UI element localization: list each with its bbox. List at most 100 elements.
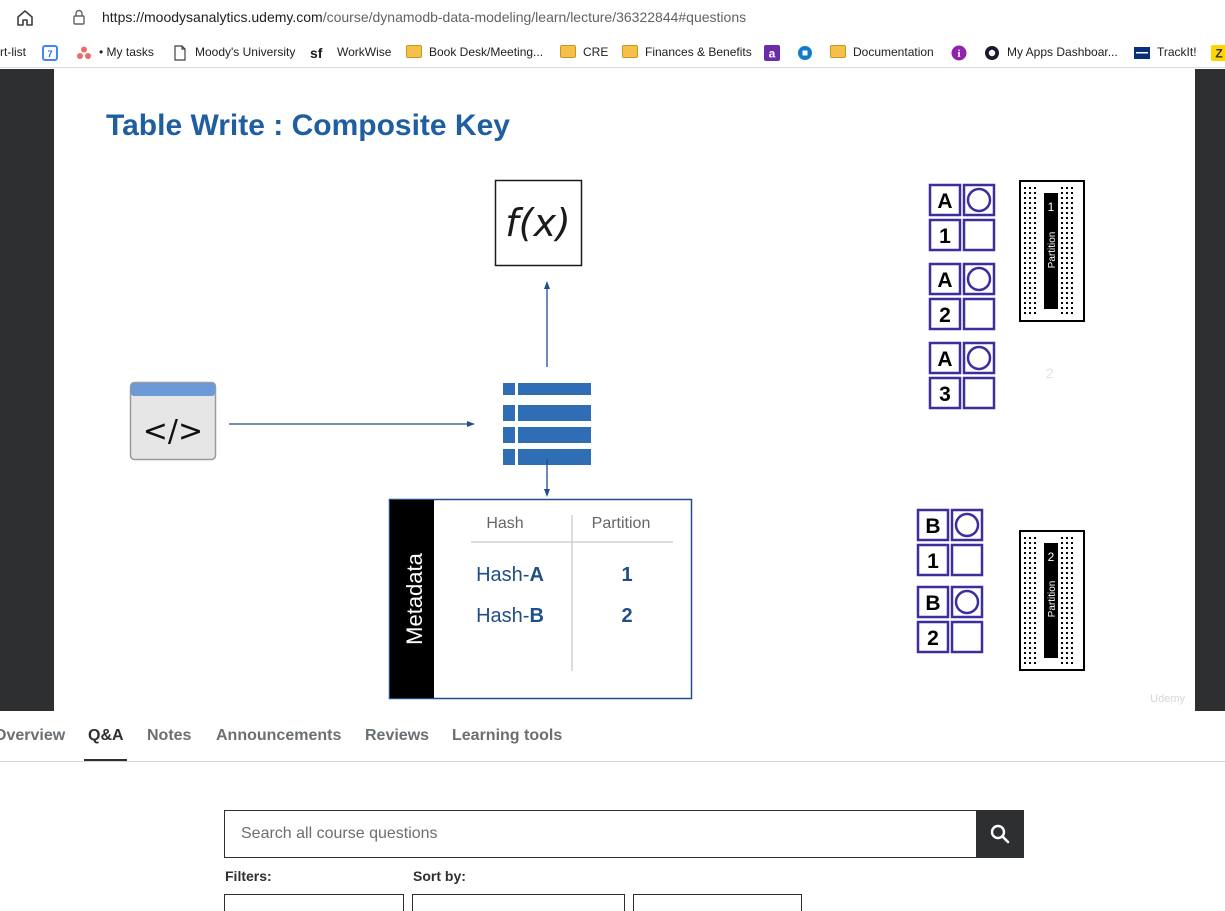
partition-2-label: Partition [1047,581,1058,618]
item-partition-key: B [925,592,940,615]
partition-2: 2 Partition [1019,530,1085,671]
item: A3 [928,341,996,410]
faint-number: 2 [1046,365,1054,381]
svg-text:7: 7 [47,49,52,59]
bookmark-documentation[interactable]: Documentation [830,44,934,60]
metadata-hash-header: Hash [486,515,523,532]
lock-icon[interactable] [70,8,88,26]
tab-announcements[interactable]: Announcements [216,727,342,744]
tab-overview[interactable]: Overview [0,727,66,744]
asana-icon [77,46,91,59]
bookmark-label: Documentation [853,45,934,59]
calendar-icon: 7 [42,44,58,61]
table-icon [503,383,591,465]
item: B2 [916,585,984,654]
sort-label: Sort by: [413,868,466,884]
slide-title: Table Write : Composite Key [106,109,510,142]
item-sort-key: 2 [927,627,939,650]
tab-notes[interactable]: Notes [147,727,192,744]
bookmark-calendar[interactable]: 7 [42,44,65,61]
bookmark-moodys-university[interactable]: Moody's University [172,44,296,61]
bookmark-finances[interactable]: Finances & Benefits [622,44,752,60]
function-label: f(x) [505,201,571,245]
tab-learning-tools[interactable]: Learning tools [452,727,563,744]
bookmark-label: Book Desk/Meeting... [429,45,544,59]
tab-reviews[interactable]: Reviews [365,727,430,744]
home-icon[interactable] [14,7,36,29]
partition-1: 1 Partition [1019,180,1085,322]
course-tabs: Overview Q&A Notes Announcements Reviews… [0,711,1225,762]
item-partition-key: A [937,348,952,371]
active-tab-indicator [84,759,127,761]
sf-icon: sf [310,44,323,61]
arrow-to-function [544,281,550,367]
qa-search-box [224,810,977,858]
filter-dropdown[interactable] [224,894,404,911]
bookmark-label: Moody's University [195,45,296,59]
sort-dropdown[interactable] [412,894,625,911]
udemy-watermark: Udemy [1150,693,1185,705]
metadata-label: Metadata [402,552,427,644]
metadata-partition-header: Partition [592,515,651,532]
bookmark-label: CRE [583,45,609,59]
filters-label: Filters: [225,868,272,884]
tab-qa[interactable]: Q&A [88,727,124,744]
lecture-slide: Table Write : Composite Key f(x) </> [54,69,1195,711]
bookmark-a[interactable]: a [764,44,787,61]
arrow-to-metadata [544,459,550,497]
metadata-row-hash: Hash-A [476,564,544,586]
partition-1-dots [1024,187,1073,314]
svg-text:a: a [769,46,776,60]
svg-text:i: i [957,48,960,60]
bookmark-trackit[interactable]: TrackIt! [1134,44,1197,60]
bookmark-z[interactable]: Z [1211,44,1225,61]
bookmarks-bar: rt-list 7 • My tasks Moody's University … [0,36,1225,68]
filter-questions-dropdown[interactable] [633,894,802,911]
url-field[interactable]: https://moodysanalytics.udemy.com/course… [102,9,746,25]
bookmark-info[interactable]: i [951,44,974,61]
folder-icon [830,45,846,58]
url-path: /course/dynamodb-data-modeling/learn/lec… [322,9,747,25]
search-button[interactable] [976,810,1024,858]
page-icon [174,45,186,61]
partition-2-dots [1024,537,1073,664]
bookmark-label: TrackIt! [1157,45,1197,59]
slide-diagram: f(x) </> [129,179,1085,700]
info-icon: i [951,45,967,61]
item-partition-key: B [925,515,940,538]
bookmark-cre[interactable]: CRE [560,44,608,60]
item-sort-key: 2 [939,304,951,327]
moodys-icon [1134,46,1150,59]
address-bar: https://moodysanalytics.udemy.com/course… [0,0,1225,36]
bookmark-chase[interactable] [797,44,820,60]
bookmark-my-tasks[interactable]: • My tasks [76,44,154,60]
chase-icon [798,45,812,60]
a-icon: a [764,44,780,61]
metadata-table: Metadata Hash Partition Hash-A 1 Hash-B … [388,498,693,700]
partition-2-number: 2 [1048,550,1055,564]
z-icon: Z [1211,44,1225,61]
qa-search-input[interactable] [225,811,977,857]
bookmark-label: • My tasks [99,45,154,59]
metadata-row-hash: Hash-B [476,605,544,627]
arrow-to-table [229,421,475,427]
item: A2 [928,262,996,331]
bookmark-workwise[interactable]: sf WorkWise [310,44,392,61]
folder-icon [622,45,638,58]
svg-text:Z: Z [1215,46,1222,60]
item-sort-key: 1 [927,550,939,573]
metadata-row-partition: 1 [621,564,632,586]
okta-icon [985,45,999,60]
partition-1-number: 1 [1048,200,1055,214]
metadata-row-partition: 2 [621,605,632,627]
bookmark-book-desk[interactable]: Book Desk/Meeting... [406,44,543,60]
code-window-icon: </> [129,381,217,461]
bookmark-label: WorkWise [337,45,392,59]
bookmark-my-apps[interactable]: My Apps Dashboar... [984,44,1118,60]
bookmark-label: Finances & Benefits [645,45,752,59]
bookmark-label: My Apps Dashboar... [1007,45,1118,59]
folder-icon [406,45,422,58]
bookmark-rt-list[interactable]: rt-list [0,44,26,60]
